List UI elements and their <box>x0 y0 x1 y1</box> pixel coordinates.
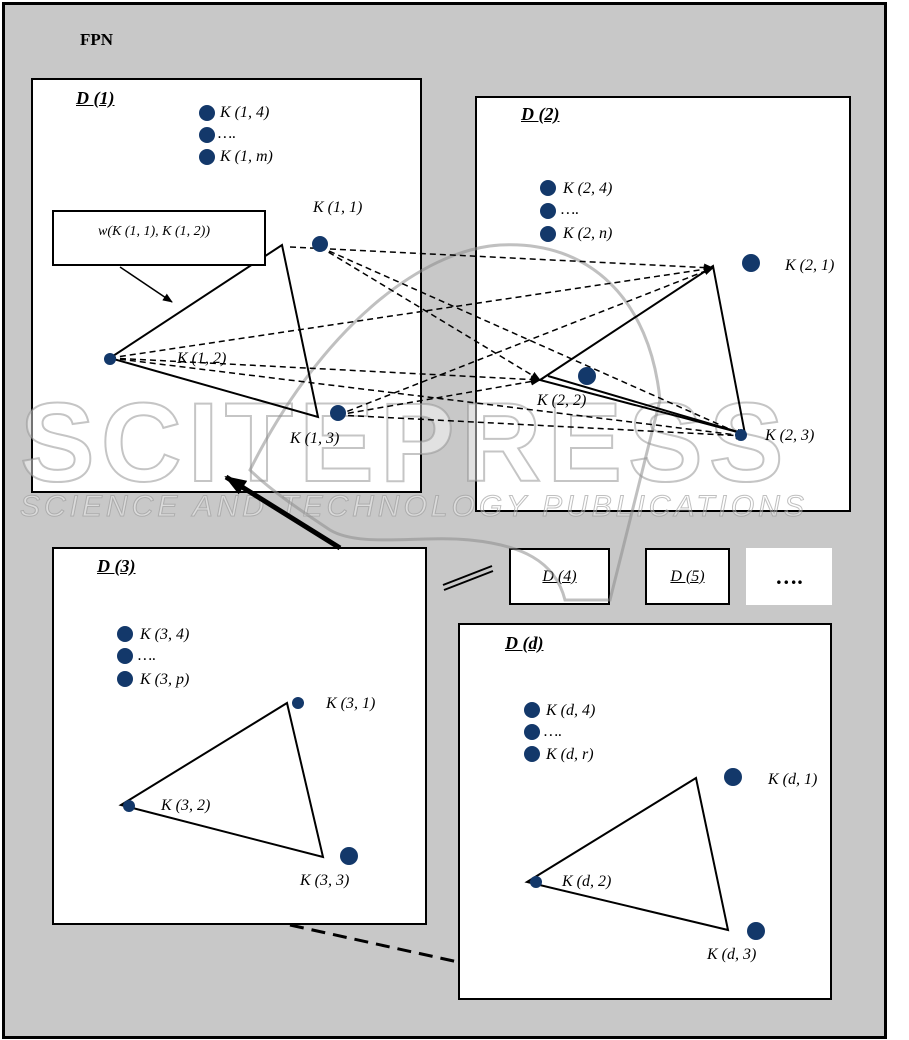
d2-dots-label: …. <box>561 201 580 218</box>
d1-title: D (1) <box>76 88 115 108</box>
d3-dd-connector <box>289 923 459 964</box>
k23-label: K (2, 3) <box>765 427 815 444</box>
k11-label: K (1, 1) <box>313 199 363 216</box>
panel-d3 <box>52 547 427 925</box>
k24-label: K (2, 4) <box>563 180 613 197</box>
panel-d4: D (4) <box>509 548 610 605</box>
node-kd2 <box>530 876 542 888</box>
watermark-swoosh <box>248 243 662 602</box>
k22-label: K (2, 2) <box>537 392 587 409</box>
node-k33 <box>340 847 358 865</box>
d3-triangle <box>118 701 325 859</box>
node-k3p <box>117 671 133 687</box>
node-kd4 <box>524 702 540 718</box>
dd-title: D (d) <box>505 633 544 653</box>
kd2-label: K (d, 2) <box>562 873 612 890</box>
more-panels-box: …. <box>746 548 832 605</box>
d1-triangle <box>107 243 320 419</box>
node-kd1 <box>724 768 742 786</box>
k1m-label: K (1, m) <box>220 148 273 165</box>
weight-label: w(K (1, 1), K (1, 2)) <box>98 224 210 239</box>
node-k12 <box>104 353 116 365</box>
node-d2-dots <box>540 203 556 219</box>
k14-label: K (1, 4) <box>220 104 270 121</box>
kd3-label: K (d, 3) <box>707 946 757 963</box>
weight-callout-arrow <box>119 266 173 303</box>
node-k34 <box>117 626 133 642</box>
d3-to-d1-arrow <box>224 474 342 551</box>
node-k1m <box>199 149 215 165</box>
node-d3-dots <box>117 648 133 664</box>
weight-label-box: w(K (1, 1), K (1, 2)) <box>52 210 266 266</box>
node-k32 <box>123 800 135 812</box>
node-k2n <box>540 226 556 242</box>
fpn-title: FPN <box>80 30 114 49</box>
node-kdr <box>524 746 540 762</box>
k12-label: K (1, 2) <box>177 350 227 367</box>
node-k21 <box>742 254 760 272</box>
k32-label: K (3, 2) <box>161 797 211 814</box>
panel-d5: D (5) <box>645 548 730 605</box>
watermark-sub: SCIENCE AND TECHNOLOGY PUBLICATIONS <box>20 490 808 524</box>
inter-panel-arrows <box>109 246 746 440</box>
k21-label: K (2, 1) <box>785 257 835 274</box>
k33-label: K (3, 3) <box>300 872 350 889</box>
panel-d2 <box>475 96 851 512</box>
node-k11 <box>312 236 328 252</box>
d1-dots-label: …. <box>218 125 237 142</box>
watermark-main: SCITEPRESS <box>19 379 790 506</box>
d3-d4-connector-b <box>443 570 494 591</box>
kdr-label: K (d, r) <box>546 746 594 763</box>
d5-label: D (5) <box>670 567 705 585</box>
panel-d1 <box>31 78 422 493</box>
d3-title: D (3) <box>97 556 136 576</box>
d2-title: D (2) <box>521 104 560 124</box>
dd-triangle <box>524 776 730 932</box>
node-k14 <box>199 105 215 121</box>
node-k24 <box>540 180 556 196</box>
dd-dots-label: …. <box>544 723 563 740</box>
d3-dots-label: …. <box>138 647 157 664</box>
node-kd3 <box>747 922 765 940</box>
k31-label: K (3, 1) <box>326 695 376 712</box>
k13-label: K (1, 3) <box>290 430 340 447</box>
kd4-label: K (d, 4) <box>546 702 596 719</box>
panel-dd <box>458 623 832 1000</box>
k34-label: K (3, 4) <box>140 626 190 643</box>
node-d1-dots <box>199 127 215 143</box>
node-k13 <box>330 405 346 421</box>
k3p-label: K (3, p) <box>140 671 190 688</box>
d3-d4-connector-a <box>442 565 493 586</box>
node-k31 <box>292 697 304 709</box>
d2-inner-line <box>547 375 746 435</box>
kd1-label: K (d, 1) <box>768 771 818 788</box>
k2n-label: K (2, n) <box>563 225 613 242</box>
node-k22 <box>578 367 596 385</box>
node-dd-dots <box>524 724 540 740</box>
node-k23 <box>735 429 747 441</box>
d2-triangle <box>537 264 747 436</box>
